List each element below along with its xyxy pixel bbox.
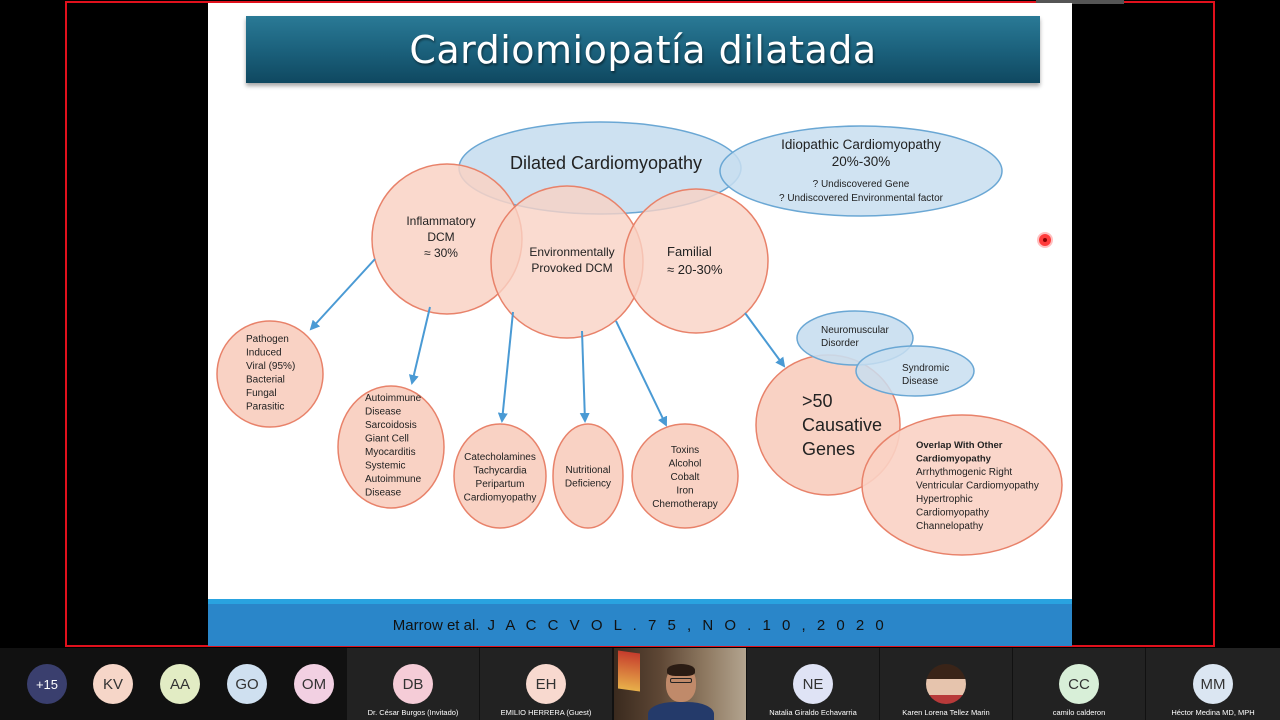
participant-tile[interactable]: DB Dr. César Burgos (Invitado) [347,648,479,720]
participant-tile[interactable]: NE Natalia Giraldo Echavarria [747,648,879,720]
participant-avatar: DB [393,664,433,704]
participant-tile[interactable]: EH EMILIO HERRERA (Guest) [480,648,612,720]
participant-avatar-om[interactable]: OM [294,664,334,704]
participant-avatar-aa[interactable]: AA [160,664,200,704]
syndromic-ellipse [855,345,975,397]
arrow-to-toxins [615,320,668,427]
footer-author: Marrow et al. [392,616,480,634]
participant-tile[interactable]: Karen Lorena Tellez Marin [880,648,1012,720]
wall-painting [618,650,640,692]
participant-name: Karen Lorena Tellez Marin [902,708,990,717]
slide-footer: Marrow et al. J A C C V O L . 7 5 , N O … [208,604,1072,646]
dcm-venn-diagram: Dilated Cardiomyopathy Idiopathic Cardiom… [216,121,1063,556]
more-participants-button[interactable]: +15 [27,664,67,704]
participant-avatar: NE [793,664,833,704]
arrow-to-pathogen [309,258,376,331]
pathogen-circle [216,320,324,428]
speaker-glasses [670,678,692,683]
catecholamines-circle [453,423,547,529]
toxins-circle [631,423,739,529]
footer-journal: J A C C V O L . 7 5 , N O . 1 0 , 2 0 2 … [487,616,888,634]
footer-accent-line [208,599,1072,604]
slide-title: Cardiomiopatía dilatada [409,27,877,72]
participant-tile[interactable]: MM Héctor Medina MD, MPH [1146,648,1280,720]
presentation-slide: Cardiomiopatía dilatada [208,3,1072,646]
overlap-ellipse [861,414,1063,556]
participant-name: Dr. César Burgos (Invitado) [367,708,459,717]
participant-name: EMILIO HERRERA (Guest) [500,708,592,717]
speaker-hair [667,664,695,676]
arrow-to-nutritional [579,330,590,423]
participant-avatar: EH [526,664,566,704]
arrow-to-autoimmune [408,306,431,385]
autoimmune-circle [337,385,445,509]
laser-pointer [1039,234,1051,246]
arrow-to-genes [744,312,786,368]
participant-name: camilo calderon [1052,708,1106,717]
slide-title-bar: Cardiomiopatía dilatada [246,16,1040,83]
participant-tile[interactable]: CC camilo calderon [1013,648,1145,720]
arrow-to-catecholamines [497,311,514,423]
participant-name: Natalia Giraldo Echavarria [769,708,857,717]
nutritional-circle [552,423,624,529]
idiopathic-ellipse [719,125,1003,217]
familial-label: Familial≈ 20-30% [667,244,723,277]
participant-avatar-go[interactable]: GO [227,664,267,704]
idiopathic_sub-label: ? Undiscovered Gene? Undiscovered Enviro… [779,179,944,204]
active-speaker-video[interactable] [614,648,746,720]
dcm-label: Dilated Cardiomyopathy [510,153,702,173]
participant-avatar: MM [1193,664,1233,704]
floating-toolbar-handle[interactable] [1036,0,1124,4]
participant-avatar-kv[interactable]: KV [93,664,133,704]
participant-photo [926,664,966,704]
familial-circle [623,188,769,334]
participant-name: Héctor Medina MD, MPH [1171,708,1255,717]
speaker-body [648,702,714,720]
participant-avatar: CC [1059,664,1099,704]
